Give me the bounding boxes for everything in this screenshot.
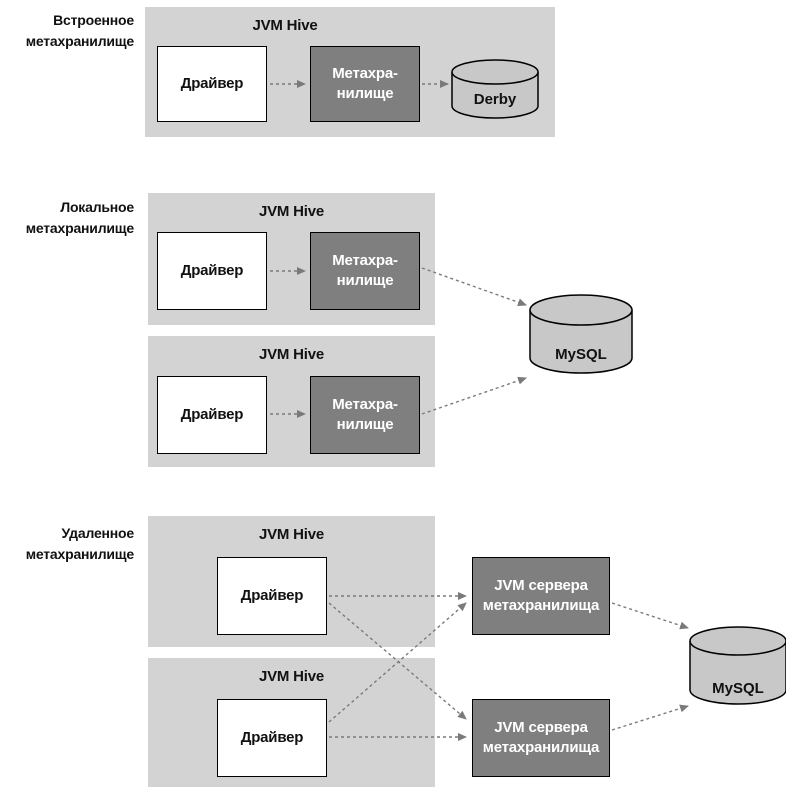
driver-box: Драйвер	[157, 232, 267, 310]
driver-label: Драйвер	[180, 406, 244, 423]
metastore-label-line: Метахра-	[332, 65, 398, 82]
connection-arrow	[611, 704, 689, 731]
connection-arrow	[421, 376, 527, 415]
metastore-label-line: нилище	[336, 85, 394, 102]
metastore-box: Метахра- нилище	[310, 232, 420, 310]
metastore-label-line: Метахра-	[332, 252, 398, 269]
metastore-box: Метахра- нилище	[310, 376, 420, 454]
driver-label: Драйвер	[180, 262, 244, 279]
mysql-database-icon: MySQL	[689, 626, 786, 705]
jvm-hive-title: JVM Hive	[258, 346, 325, 363]
mysql-label: MySQL	[555, 346, 607, 363]
metastore-label-line: Метахра-	[332, 396, 398, 413]
derby-database-icon: Derby	[451, 59, 539, 119]
section-label-line: метахранилище	[25, 33, 134, 49]
derby-label: Derby	[474, 91, 517, 108]
driver-label: Драйвер	[240, 729, 304, 746]
connection-arrow	[611, 602, 689, 630]
metastore-label-line: нилище	[336, 272, 394, 289]
server-label-line: метахранилища	[482, 739, 600, 756]
section-label-line: Локальное	[60, 199, 134, 215]
connection-arrow	[328, 602, 467, 720]
metastore-server-box: JVM сервера метахранилища	[472, 557, 610, 635]
mysql-database-icon: MySQL	[529, 294, 633, 374]
connection-arrow	[328, 602, 467, 723]
server-label-line: метахранилища	[482, 597, 600, 614]
section-label-local: Локальное метахранилище	[6, 197, 134, 239]
connection-arrow	[421, 267, 527, 307]
driver-label: Драйвер	[180, 75, 244, 92]
jvm-hive-title: JVM Hive	[252, 17, 318, 34]
section-label-embedded: Встроенное метахранилище	[6, 10, 134, 52]
driver-box: Драйвер	[157, 46, 267, 122]
driver-box: Драйвер	[157, 376, 267, 454]
server-label-line: JVM сервера	[494, 719, 588, 736]
driver-box: Драйвер	[217, 699, 327, 777]
metastore-box: Метахра- нилище	[310, 46, 420, 122]
server-label-line: JVM сервера	[494, 577, 588, 594]
metastore-server-box: JVM сервера метахранилища	[472, 699, 610, 777]
jvm-hive-title: JVM Hive	[258, 526, 325, 543]
section-label-line: Встроенное	[53, 12, 134, 28]
metastore-label-line: нилище	[336, 416, 394, 433]
section-label-line: Удаленное	[61, 525, 135, 541]
jvm-hive-title: JVM Hive	[258, 668, 325, 685]
driver-label: Драйвер	[240, 587, 304, 604]
jvm-hive-title: JVM Hive	[258, 203, 325, 220]
driver-box: Драйвер	[217, 557, 327, 635]
section-label-remote: Удаленное метахранилище	[6, 523, 134, 565]
mysql-label: MySQL	[712, 680, 764, 697]
section-label-line: метахранилище	[25, 220, 134, 236]
section-label-line: метахранилище	[25, 546, 134, 562]
